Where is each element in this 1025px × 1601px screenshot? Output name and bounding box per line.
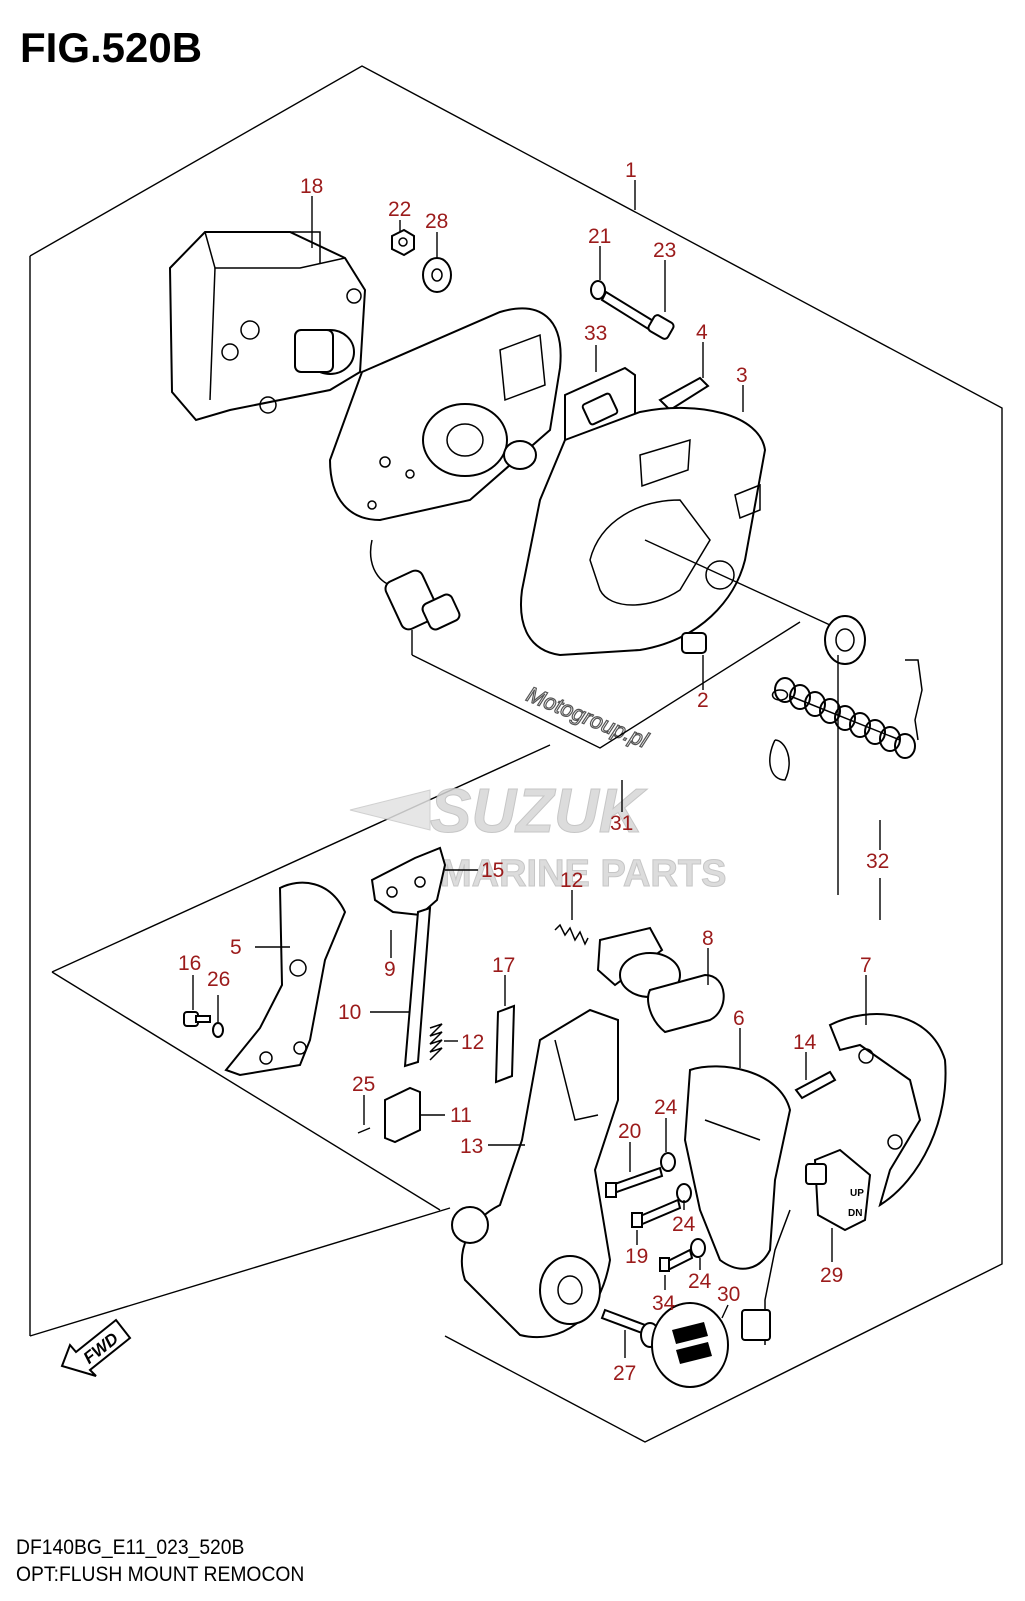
- callout-5: 5: [230, 936, 242, 959]
- callout-11: 11: [450, 1104, 472, 1127]
- callout-29: 29: [820, 1264, 843, 1287]
- part-7-grip: [828, 1013, 947, 1208]
- switch-up-label: UP: [850, 1188, 864, 1199]
- part-23-bolt: [600, 290, 675, 340]
- part-12-spring-b: [429, 1023, 443, 1061]
- part-24-washer-a: [660, 1152, 676, 1172]
- callout-labels: 1 2 3 4 5 6 7 8 9 10 11 12 12 13 14 15 1…: [178, 159, 889, 1385]
- watermark-brand-sub: MARINE PARTS: [440, 853, 726, 895]
- part-34-screw: [659, 1248, 694, 1272]
- mounting-plate: [328, 307, 616, 541]
- part-29-trim-switch: UP DN: [741, 1148, 872, 1345]
- callout-4: 4: [696, 321, 708, 344]
- callout-16: 16: [178, 952, 201, 975]
- part-31-ring: [644, 539, 866, 665]
- part-27-screw: [600, 1308, 660, 1348]
- callout-18: 18: [300, 175, 323, 198]
- cable-connector: [369, 539, 461, 655]
- callout-3: 3: [736, 364, 748, 387]
- callout-17: 17: [492, 954, 515, 977]
- callout-27: 27: [613, 1362, 636, 1385]
- part-13-handle: [451, 1008, 619, 1339]
- part-24-washer-b: [676, 1183, 692, 1203]
- callout-28: 28: [425, 210, 448, 233]
- callout-32: 32: [866, 850, 889, 873]
- callout-25: 25: [352, 1073, 375, 1096]
- part-3-cover: [520, 406, 767, 657]
- watermark-brand: SUZUK: [430, 777, 648, 846]
- callout-2: 2: [697, 689, 709, 712]
- callout-12b: 12: [461, 1031, 484, 1054]
- callout-14: 14: [793, 1031, 817, 1054]
- callout-13: 13: [460, 1135, 483, 1158]
- figure-code: DF140BG_E11_023_520B: [16, 1536, 245, 1559]
- callout-26: 26: [207, 968, 230, 991]
- part-32-lanyard: [769, 659, 923, 781]
- leader-lines: [192, 180, 881, 1358]
- callout-1: 1: [625, 159, 637, 182]
- figure-caption: OPT:FLUSH MOUNT REMOCON: [16, 1563, 305, 1586]
- callout-22: 22: [388, 198, 411, 221]
- part-19-screw: [631, 1198, 682, 1228]
- part-15-bracket: [370, 846, 447, 917]
- part-30-emblem: [651, 1302, 729, 1388]
- callout-24c: 24: [688, 1270, 712, 1293]
- callout-6: 6: [733, 1007, 745, 1030]
- callout-9: 9: [384, 958, 396, 981]
- part-28-washer: [422, 257, 452, 293]
- callout-24a: 24: [654, 1096, 678, 1119]
- fwd-direction-arrow: FWD: [60, 1318, 132, 1377]
- callout-12a: 12: [560, 869, 583, 892]
- callout-15: 15: [481, 859, 504, 882]
- part-25-pin: [357, 1127, 371, 1134]
- switch-dn-label: DN: [848, 1208, 862, 1219]
- part-22-nut: [391, 228, 415, 257]
- callout-20: 20: [618, 1120, 641, 1143]
- part-24-washer-c: [690, 1238, 706, 1258]
- part-11-bracket: [384, 1086, 421, 1144]
- part-21-washer: [590, 280, 606, 300]
- callout-8: 8: [702, 927, 714, 950]
- part-8-detent: [596, 926, 725, 1034]
- assembly-boundary: [29, 65, 1003, 1443]
- callout-24b: 24: [672, 1213, 696, 1236]
- part-14-pin: [794, 1070, 837, 1100]
- figure-title: FIG.520B: [20, 24, 203, 71]
- part-18-control-housing: [168, 231, 367, 422]
- part-12-spring-a: [554, 923, 589, 946]
- part-10-shift-rod: [403, 906, 432, 1068]
- part-2-cap: [681, 632, 707, 654]
- callout-19: 19: [625, 1245, 648, 1268]
- part-4-lens: [658, 376, 710, 412]
- callout-21: 21: [588, 225, 611, 248]
- callout-7: 7: [860, 954, 872, 977]
- part-20-screw: [605, 1166, 664, 1198]
- callout-30: 30: [717, 1283, 740, 1306]
- part-6-grip-cover: [683, 1065, 792, 1270]
- part-26-washer: [212, 1022, 224, 1038]
- callout-34: 34: [652, 1292, 676, 1315]
- part-5-lever: [224, 881, 347, 1077]
- callout-10: 10: [338, 1001, 361, 1024]
- suzuki-watermark: SUZUK MARINE PARTS: [349, 777, 727, 896]
- callout-31: 31: [610, 812, 633, 835]
- part-17-plate: [494, 1004, 516, 1084]
- callout-23: 23: [653, 239, 676, 262]
- part-16-screw: [183, 1011, 211, 1027]
- callout-33: 33: [584, 322, 607, 345]
